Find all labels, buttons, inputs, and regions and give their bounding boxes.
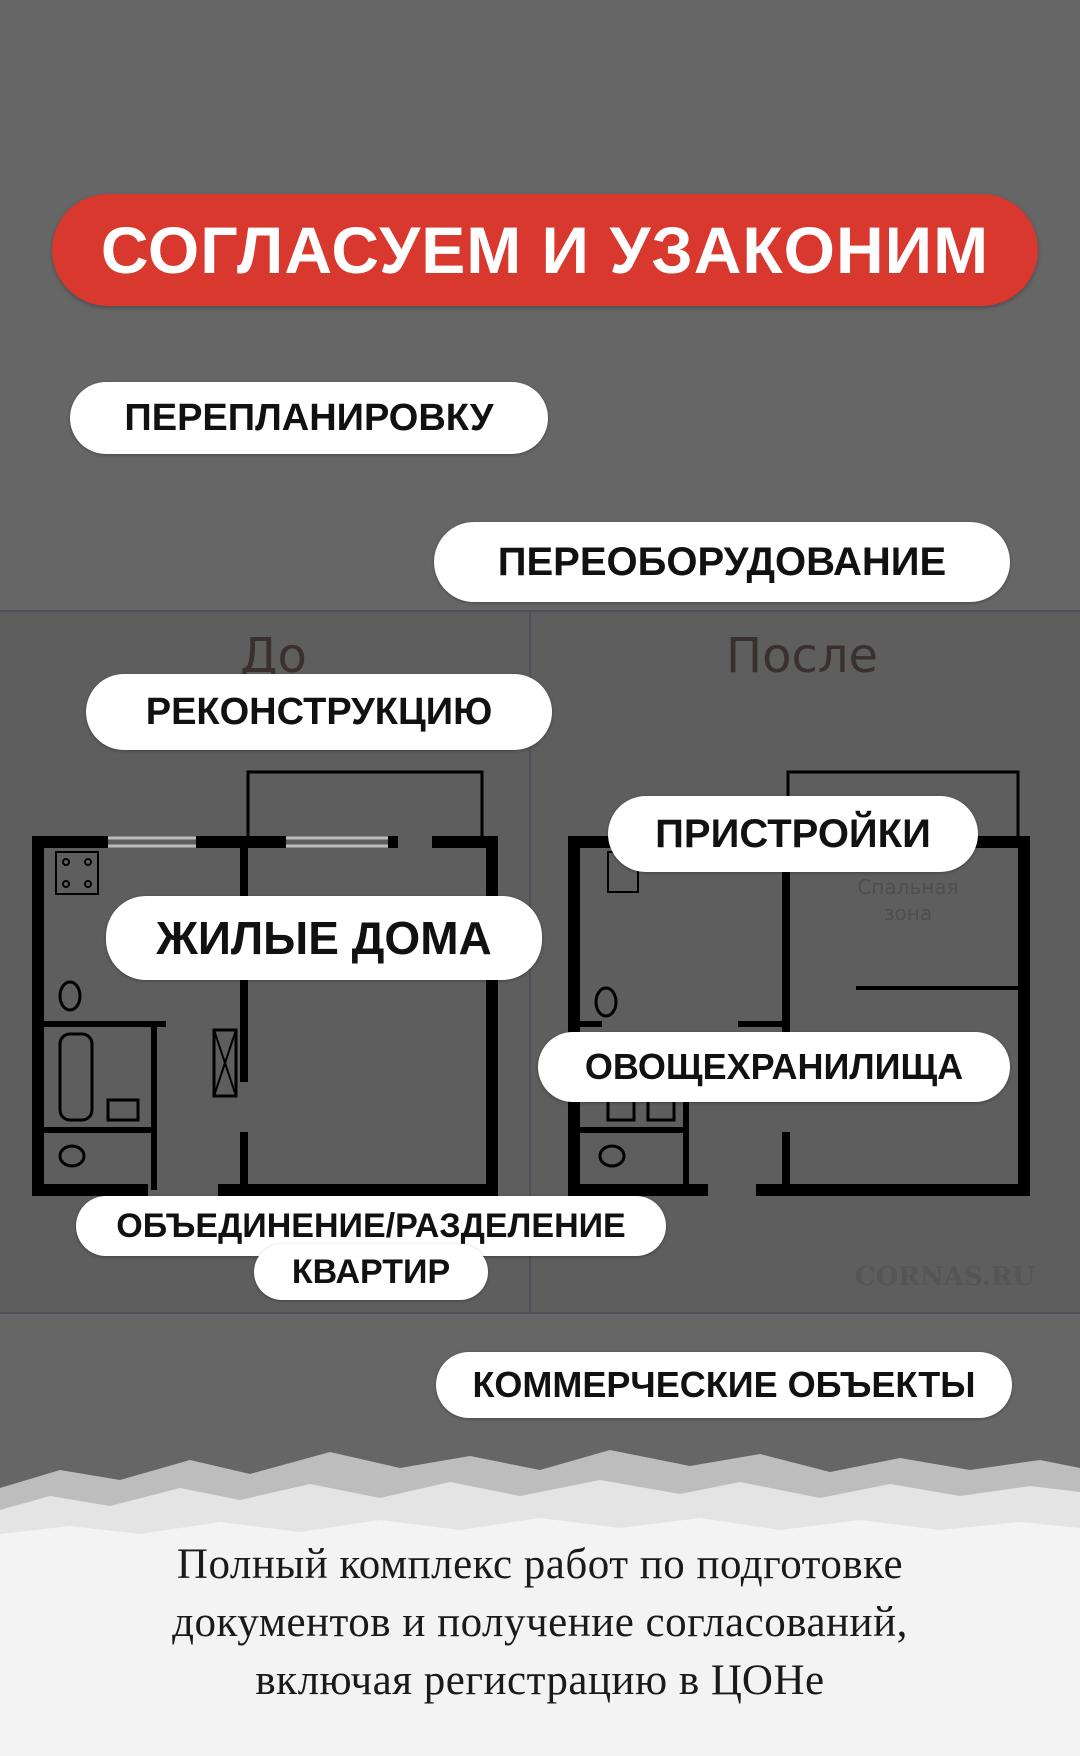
service-pill: ПРИСТРОЙКИ (608, 796, 978, 872)
watermark: CORNAS.RU (855, 1262, 1036, 1292)
torn-paper (0, 1430, 1080, 1756)
footer-line: Полный комплекс работ по подготовке (176, 1541, 904, 1588)
service-pill: РЕКОНСТРУКЦИЮ (86, 674, 552, 750)
service-pill: ЖИЛЫЕ ДОМА (106, 896, 542, 980)
service-pill: ОВОЩЕХРАНИЛИЩА (538, 1032, 1010, 1102)
after-label: После (726, 628, 879, 684)
headline-banner: СОГЛАСУЕМ И УЗАКОНИМ (52, 194, 1038, 306)
footer-line: включая регистрацию в ЦОНе (255, 1657, 825, 1704)
service-pill: КВАРТИР (254, 1244, 488, 1300)
floorplan-before (32, 770, 498, 1196)
service-pill: ПЕРЕПЛАНИРОВКУ (70, 382, 548, 454)
footer-text: Полный комплекс работ по подготовке доку… (0, 1536, 1080, 1710)
footer-line: документов и получение согласований, (172, 1599, 908, 1646)
service-pill: ПЕРЕОБОРУДОВАНИЕ (434, 522, 1010, 602)
service-pill: КОММЕРЧЕСКИЕ ОБЪЕКТЫ (436, 1352, 1012, 1418)
zone-label: Спальная зона (857, 875, 959, 925)
